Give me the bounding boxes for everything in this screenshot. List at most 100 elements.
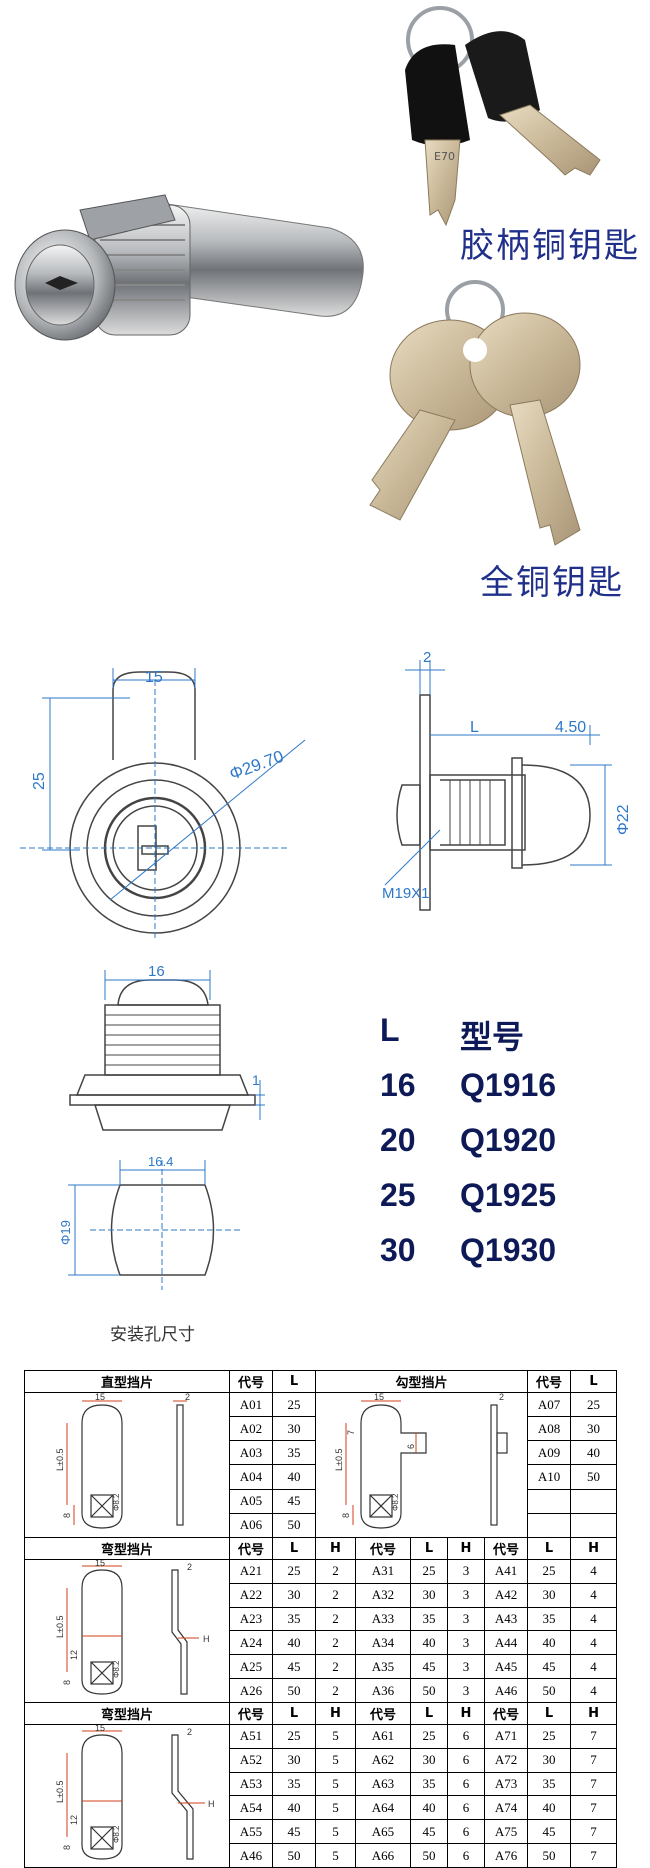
cell: A72 — [483, 1747, 529, 1773]
cell: 35 — [272, 1771, 316, 1797]
cell: 7 — [570, 1747, 618, 1773]
straight-code: A02 — [229, 1416, 273, 1442]
col-code: 代号 — [229, 1702, 273, 1725]
front-width-dim: 15 — [145, 669, 163, 686]
hook-empty-cell — [570, 1512, 618, 1539]
table-row: 15 2 L±0.5 8 Φ8.2 A01 25 — [24, 1391, 618, 1538]
cell: 2 — [315, 1559, 356, 1584]
key-stamp-text: E70 — [434, 150, 455, 163]
cell: 50 — [410, 1678, 448, 1703]
sketch-dim: 8 — [62, 1513, 72, 1518]
cell: 25 — [272, 1724, 316, 1749]
straight-code: A05 — [229, 1488, 273, 1514]
hook-code: A10 — [527, 1464, 572, 1490]
cell: 3 — [447, 1654, 485, 1680]
cell: 2 — [315, 1678, 356, 1703]
cell: 7 — [570, 1843, 618, 1868]
sketch-dim: 6 — [406, 1444, 416, 1449]
straight-plate-title: 直型挡片 — [24, 1370, 230, 1393]
cell: 30 — [272, 1747, 316, 1773]
cell: 25 — [410, 1559, 448, 1584]
cell: A71 — [483, 1724, 529, 1749]
hook-col-code: 代号 — [527, 1370, 572, 1393]
col-l: L — [527, 1702, 572, 1725]
straight-code: A01 — [229, 1391, 273, 1418]
front-diameter-dim: Φ29.70 — [227, 747, 286, 784]
cell: A22 — [229, 1582, 273, 1608]
sketch-dim: L±0.5 — [55, 1449, 65, 1471]
hook-l: 50 — [570, 1464, 618, 1490]
cell: 45 — [527, 1654, 572, 1680]
sketch-dim: 12 — [69, 1650, 79, 1660]
bent-plate-title: 弯型挡片 — [24, 1537, 230, 1560]
straight-l: 45 — [272, 1488, 316, 1514]
cell: 6 — [447, 1819, 485, 1845]
model-l-2: 25 — [380, 1177, 416, 1213]
sketch-dim: L±0.5 — [55, 1781, 65, 1803]
col-l: L — [527, 1537, 572, 1560]
cell: 30 — [527, 1582, 572, 1608]
cell: A43 — [483, 1606, 529, 1632]
front-height-dim: 25 — [31, 772, 48, 790]
cell: 25 — [272, 1559, 316, 1584]
cell: 2 — [315, 1654, 356, 1680]
cell: 2 — [315, 1582, 356, 1608]
col-h: H — [570, 1537, 618, 1560]
straight-plate-drawing: 15 2 L±0.5 8 Φ8.2 — [55, 1392, 190, 1529]
cell: 4 — [570, 1654, 618, 1680]
cell: A65 — [355, 1819, 411, 1845]
table-header-row: 弯型挡片 代号 L H 代号 L H 代号 L H — [24, 1702, 618, 1725]
model-code-3: Q1930 — [460, 1232, 557, 1268]
bent-plate-drawing-2: 15 2 L±0.5 12 8 H Φ8.2 — [55, 1723, 215, 1860]
cell: 25 — [527, 1724, 572, 1749]
sketch-dim: 2 — [187, 1562, 192, 1572]
cell: 6 — [447, 1724, 485, 1749]
hole-caption: 安装孔尺寸 — [110, 1325, 195, 1345]
top-view-drawing — [69, 979, 256, 1131]
col-h: H — [315, 1537, 356, 1560]
hook-col-l: L — [570, 1370, 618, 1393]
hook-l: 40 — [570, 1440, 618, 1466]
cell: A23 — [229, 1606, 273, 1632]
cell: A31 — [355, 1559, 411, 1584]
cell: 5 — [315, 1843, 356, 1868]
col-l: L — [272, 1537, 316, 1560]
cell: 50 — [527, 1678, 572, 1703]
cam-lock-image — [14, 194, 364, 341]
sketch-dim: Φ8.2 — [112, 1660, 121, 1678]
top-width-dim: 16 — [148, 963, 165, 980]
cell: 50 — [272, 1678, 316, 1703]
table-row: A04 40 A10 50 — [25, 1464, 618, 1490]
cell: 50 — [272, 1843, 316, 1868]
straight-col-code: 代号 — [229, 1370, 273, 1393]
side-thickness-dim: 2 — [423, 649, 431, 666]
cell: 40 — [272, 1630, 316, 1656]
straight-plate-sketch: 15 2 L±0.5 8 Φ8.2 — [24, 1392, 230, 1538]
cell: 35 — [527, 1771, 572, 1797]
product-photo: E70 胶柄铜钥匙 全铜钥匙 — [0, 0, 650, 628]
cell: 5 — [315, 1771, 356, 1797]
sketch-dim: 15 — [95, 1393, 105, 1402]
cell: 3 — [447, 1678, 485, 1703]
cell: A26 — [229, 1678, 273, 1703]
side-cap-dim: 4.50 — [555, 719, 586, 736]
table-row: A06 50 — [25, 1512, 618, 1539]
dimension-drawings: 15 25 Φ29.70 2 — [20, 649, 632, 1345]
cell: 7 — [570, 1819, 618, 1845]
col-h: H — [570, 1702, 618, 1725]
cell: 5 — [315, 1724, 356, 1749]
col-h: H — [447, 1537, 485, 1560]
cell: 6 — [447, 1771, 485, 1797]
side-length-dim: L — [470, 719, 479, 736]
cell: A42 — [483, 1582, 529, 1608]
cell: 5 — [315, 1795, 356, 1821]
sketch-dim: L±0.5 — [55, 1616, 65, 1638]
straight-l: 50 — [272, 1512, 316, 1539]
lock-and-keys-illustration: E70 — [14, 6, 601, 546]
cell: 6 — [447, 1843, 485, 1868]
